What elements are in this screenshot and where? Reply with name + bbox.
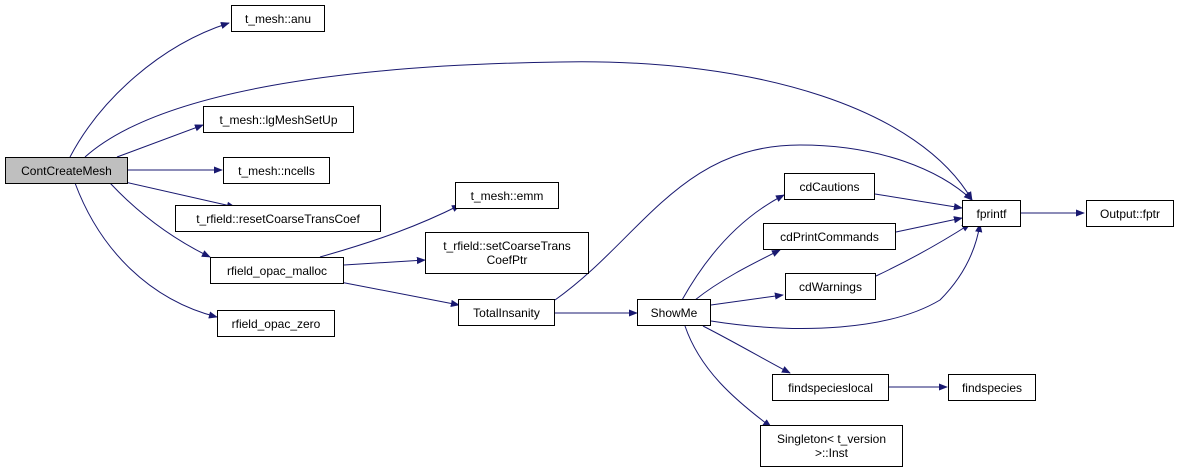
edge-contcreatemesh-opacmalloc <box>109 182 211 258</box>
edge-contcreatemesh-lgmeshsetup <box>116 124 204 158</box>
node-findspecies[interactable]: findspecies <box>948 374 1036 401</box>
edge-showme-findspecieslocal <box>702 325 791 374</box>
edge-contcreatemesh-fprintf <box>84 61 973 201</box>
node-rfield-opac-malloc[interactable]: rfield_opac_malloc <box>210 257 344 284</box>
edge-opacmalloc-emm <box>319 204 461 258</box>
node-cdcautions[interactable]: cdCautions <box>784 173 875 200</box>
edge-showme-cdcautions <box>681 194 785 301</box>
edge-showme-cdwarnings <box>710 292 784 306</box>
edge-cdwarnings-fprintf <box>875 223 971 277</box>
node-output-fptr[interactable]: Output::fptr <box>1086 200 1174 227</box>
edge-showme-cdprintcommands <box>694 249 781 301</box>
node-showme[interactable]: ShowMe <box>637 299 711 326</box>
edge-contcreatemesh-opaczero <box>74 182 218 319</box>
node-singleton-t-version-inst[interactable]: Singleton< t_version >::Inst <box>760 425 903 467</box>
node-t-mesh-anu[interactable]: t_mesh::anu <box>231 5 325 32</box>
node-rfield-opac-zero[interactable]: rfield_opac_zero <box>217 310 335 337</box>
node-t-rfield-resetcoarsetranscoef[interactable]: t_rfield::resetCoarseTransCoef <box>175 205 381 232</box>
edge-totalinsanity-fprintf <box>554 144 973 301</box>
node-t-mesh-emm[interactable]: t_mesh::emm <box>455 182 559 209</box>
edge-showme-singleton <box>684 325 772 428</box>
edge-opacmalloc-totalinsanity <box>339 281 460 307</box>
node-t-rfield-setcoarsetranscoefptr[interactable]: t_rfield::setCoarseTrans CoefPtr <box>425 232 589 274</box>
node-cdwarnings[interactable]: cdWarnings <box>785 273 876 300</box>
edge-cdcautions-fprintf <box>874 193 963 211</box>
edge-opacmalloc-setcoarse <box>343 256 426 266</box>
edge-contcreatemesh-resetcoarse <box>124 181 236 209</box>
node-t-mesh-lgmeshsetup[interactable]: t_mesh::lgMeshSetUp <box>203 106 354 133</box>
edge-cdprintcommands-fprintf <box>895 216 963 233</box>
node-fprintf[interactable]: fprintf <box>962 200 1021 227</box>
node-cdprintcommands[interactable]: cdPrintCommands <box>763 223 896 250</box>
edge-contcreatemesh-anu <box>69 22 230 158</box>
node-findspecieslocal[interactable]: findspecieslocal <box>772 374 889 401</box>
node-totalinsanity[interactable]: TotalInsanity <box>458 299 555 326</box>
node-t-mesh-ncells[interactable]: t_mesh::ncells <box>223 157 330 184</box>
edge-showme-fprintf <box>710 223 983 329</box>
node-cont-create-mesh: ContCreateMesh <box>5 157 128 184</box>
